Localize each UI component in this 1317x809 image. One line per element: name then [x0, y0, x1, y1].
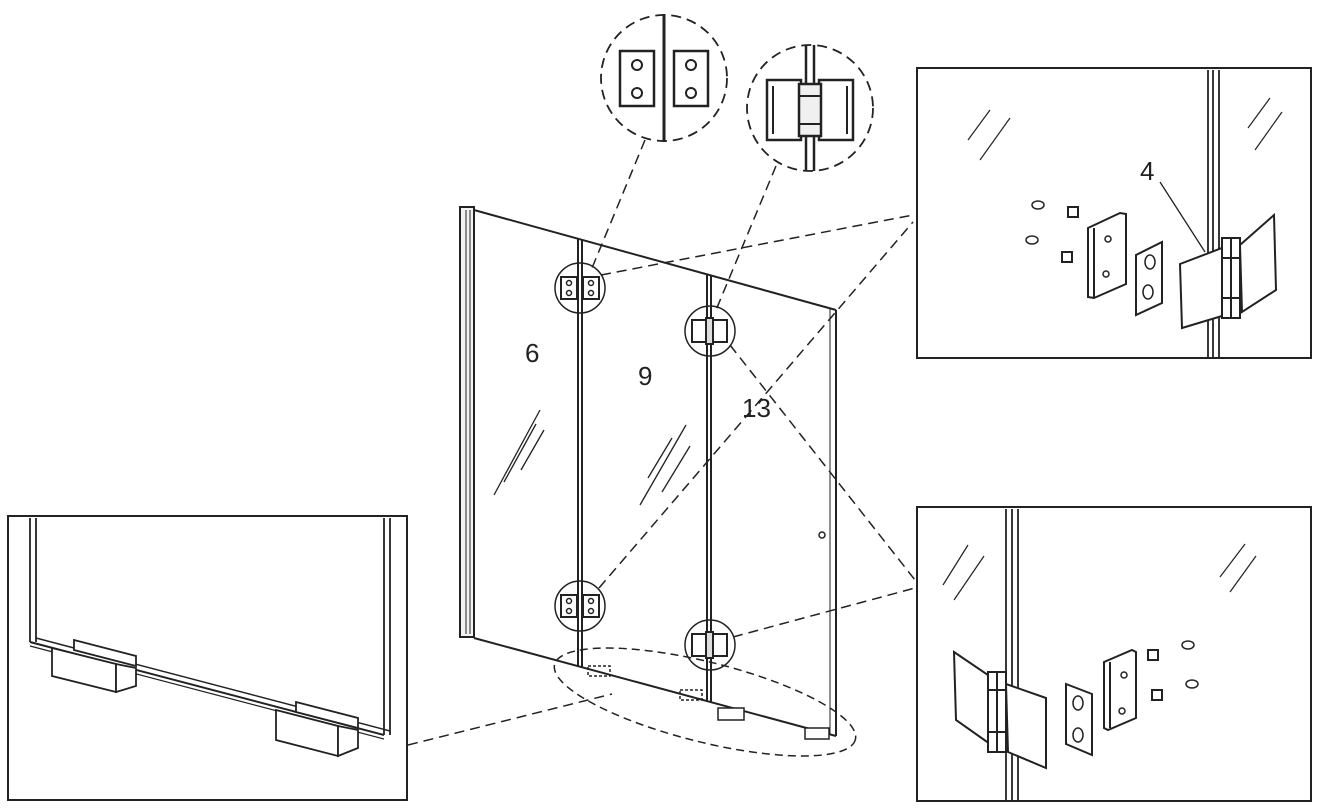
bath-screen: [459, 206, 857, 757]
hinge-callouts: [554, 262, 736, 671]
part-label-4: 4: [1140, 156, 1154, 186]
panel-label-9: 9: [638, 361, 652, 391]
glass-panels: [473, 209, 837, 737]
upper-fixed-hinge: [560, 276, 600, 300]
wall-profile: [459, 206, 475, 638]
detail-box-hinge-bottom: [916, 506, 1312, 802]
upper-pivot-hinge: [691, 317, 728, 345]
panel-label-13: 13: [742, 393, 771, 423]
glass-reflections: [493, 409, 691, 506]
detail-box-seal: [7, 515, 408, 801]
detail-circle-fixed: [600, 14, 728, 142]
panel-label-6: 6: [525, 338, 539, 368]
knob-icon: [818, 531, 826, 539]
bottom-seals: [553, 647, 857, 757]
detail-box-hinge-top: [916, 67, 1312, 359]
lower-fixed-hinge: [560, 594, 600, 618]
leader-lines: [407, 139, 916, 746]
lower-pivot-hinge: [691, 631, 728, 659]
detail-circle-pivot: [746, 44, 874, 172]
